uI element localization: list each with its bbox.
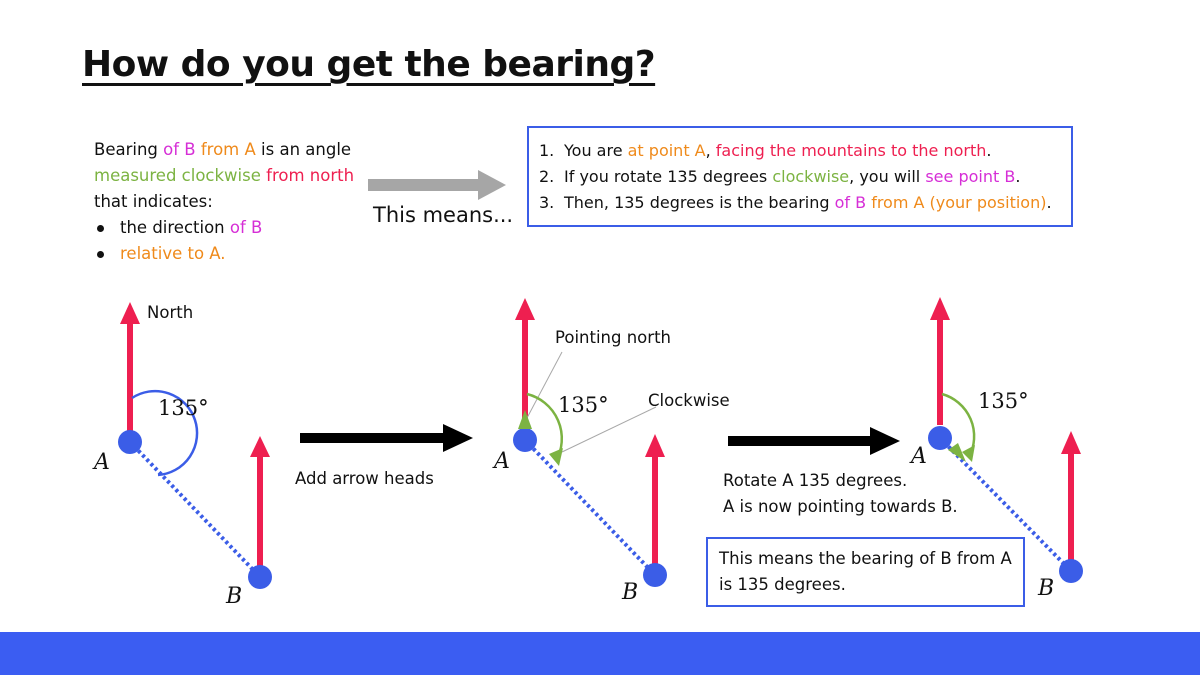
- point-a-label: A: [94, 450, 110, 475]
- definition-text: Bearing of B from A is an angle measured…: [94, 137, 369, 267]
- steps-box: 1. You are at point A, facing the mountai…: [527, 126, 1073, 227]
- definition-line-3: that indicates:: [94, 192, 213, 211]
- step-facing-north: facing the mountains to the north: [715, 141, 987, 160]
- north-arrowhead-icon: [120, 302, 140, 324]
- bearing-line: [128, 440, 262, 579]
- point-a-label: A: [494, 449, 510, 474]
- step-2: 2. If you rotate 135 degrees clockwise, y…: [539, 164, 1071, 190]
- point-a-dot: [928, 426, 952, 450]
- step-text: You are: [564, 141, 628, 160]
- step-text: Then, 135 degrees is the bearing: [564, 193, 835, 212]
- north-arrowhead-icon: [250, 436, 270, 457]
- step-text: ,: [705, 141, 716, 160]
- step-text: , you will: [849, 167, 926, 186]
- step-text: .: [1015, 167, 1021, 186]
- this-means-label: This means...: [373, 203, 514, 227]
- angle-label: 135°: [978, 389, 1029, 413]
- gray-arrow-icon: [368, 170, 506, 200]
- step-number: 1.: [539, 141, 555, 160]
- conclusion-line-2: is 135 degrees.: [719, 575, 846, 594]
- bullet-direction: the direction of B: [94, 215, 369, 241]
- green-arrowhead-icon: [518, 410, 532, 429]
- clockwise-arrowhead-icon: [962, 445, 975, 462]
- black-arrow-icon: [728, 427, 900, 455]
- add-arrow-heads-caption: Add arrow heads: [295, 469, 434, 488]
- angle-label: 135°: [158, 396, 209, 420]
- clockwise-label: Clockwise: [648, 391, 730, 410]
- point-b-dot: [1059, 559, 1083, 583]
- north-label: North: [147, 303, 194, 322]
- step-of-b: of B: [834, 193, 867, 212]
- step-number: 3.: [539, 193, 555, 212]
- definition-from-a: from A: [195, 140, 256, 159]
- definition-from-north: from north: [260, 166, 355, 185]
- page-title: How do you get the bearing?: [82, 44, 656, 85]
- point-a-dot: [513, 428, 537, 452]
- step-1: 1. You are at point A, facing the mountai…: [539, 138, 1071, 164]
- conclusion-box: This means the bearing of B from A is 13…: [706, 537, 1025, 607]
- step-clockwise: clockwise: [772, 167, 850, 186]
- north-arrowhead-icon: [515, 298, 535, 320]
- step-3: 3.Then, 135 degrees is the bearing of B …: [539, 190, 1071, 216]
- north-arrowhead-icon: [1061, 431, 1081, 454]
- rotate-caption-line-1: Rotate A 135 degrees.: [723, 471, 908, 490]
- leader-line: [526, 351, 563, 419]
- bullet-of-b: of B: [224, 218, 263, 237]
- angle-arc: [131, 389, 199, 477]
- step-see-point-b: see point B: [925, 167, 1016, 186]
- point-b-dot: [248, 565, 272, 589]
- definition-line-2: measured clockwise from north: [94, 163, 369, 189]
- point-a-dot: [118, 430, 142, 454]
- bearing-line: [523, 438, 657, 577]
- bearing-line: [938, 436, 1073, 573]
- rotated-arrowhead-icon: [948, 443, 966, 462]
- definition-fragment: Bearing: [94, 140, 158, 159]
- bullet-relative: relative to A.: [94, 241, 369, 267]
- leader-line: [561, 406, 657, 453]
- step-text: .: [986, 141, 992, 160]
- definition-bullets: the direction of B relative to A.: [94, 215, 369, 267]
- black-arrow-icon: [300, 424, 473, 452]
- footer-bar: [0, 632, 1200, 675]
- step-text: If you rotate 135 degrees: [564, 167, 773, 186]
- step-from-a: from A (your position): [871, 193, 1047, 212]
- definition-clockwise: measured clockwise: [94, 166, 261, 185]
- clockwise-arrowhead-icon: [549, 448, 563, 466]
- angle-label: 135°: [558, 393, 609, 417]
- bullet-text: the direction: [120, 218, 225, 237]
- conclusion-line-1: This means the bearing of B from A: [719, 549, 1012, 568]
- definition-line-1: Bearing of B from A is an angle: [94, 137, 369, 163]
- diagram-2: [513, 298, 667, 587]
- point-b-label: B: [1038, 576, 1055, 601]
- point-b-label: B: [622, 580, 639, 605]
- point-b-dot: [643, 563, 667, 587]
- definition-fragment: is an angle: [255, 140, 352, 159]
- bullet-relative-text: relative to A.: [120, 244, 226, 263]
- step-number: 2.: [539, 167, 555, 186]
- north-arrowhead-icon: [930, 297, 950, 320]
- diagram-3: [928, 297, 1083, 583]
- pointing-north-label: Pointing north: [555, 328, 671, 347]
- step-at-point-a: at point A: [627, 141, 706, 160]
- step-text: .: [1046, 193, 1052, 212]
- point-a-label: A: [911, 444, 927, 469]
- diagram-1: [118, 302, 272, 589]
- point-b-label: B: [226, 584, 243, 609]
- north-arrowhead-icon: [645, 434, 665, 457]
- rotate-caption-line-2: A is now pointing towards B.: [723, 497, 958, 516]
- definition-of-b: of B: [157, 140, 196, 159]
